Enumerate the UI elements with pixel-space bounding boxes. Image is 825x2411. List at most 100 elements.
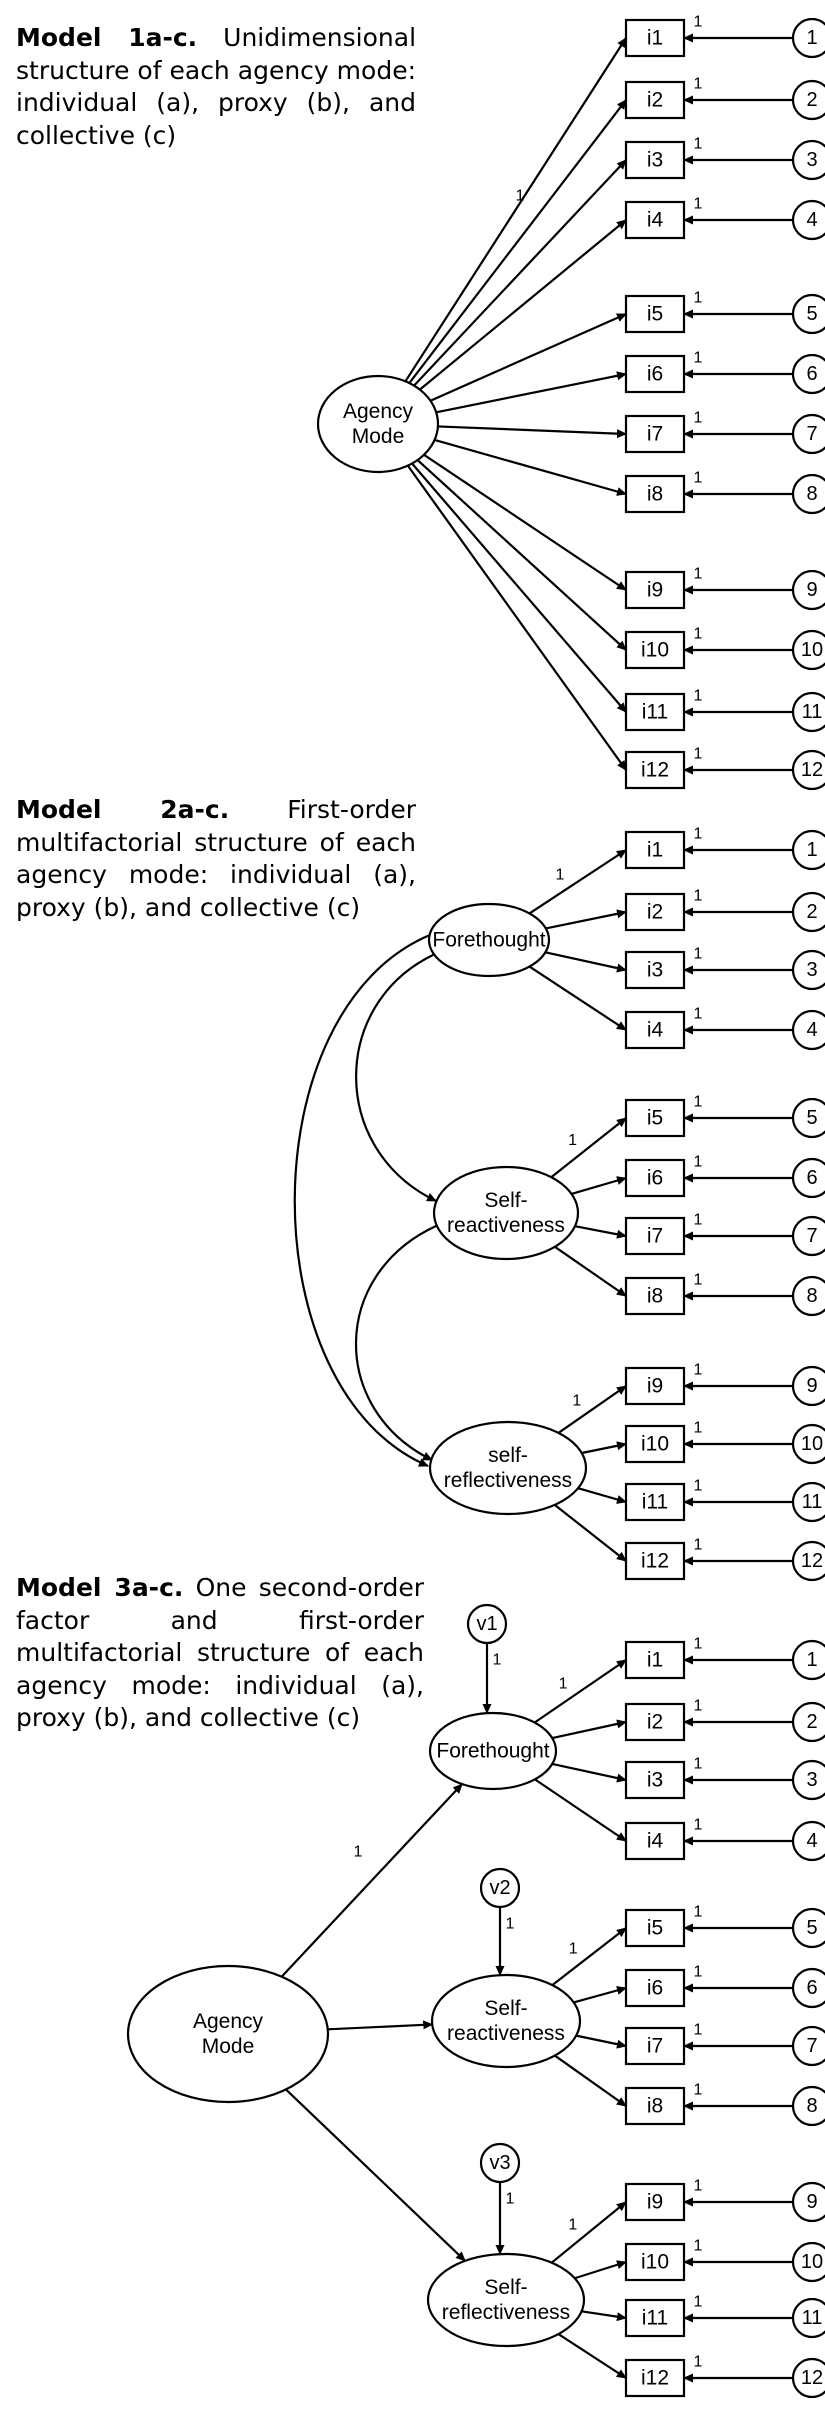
model2-f2-loading-i5: [550, 1117, 627, 1179]
model3-disturbance-v1-label: v1: [476, 1613, 497, 1635]
model2-f3-error-9-label: 9: [806, 1375, 817, 1397]
model2-f2-error-6-label: 6: [806, 1167, 817, 1189]
model3-f1-error-weight-4: 1: [694, 1817, 703, 1834]
model3-f1-error-4-label: 4: [806, 1830, 817, 1852]
model1-item-i9-label: i9: [647, 579, 663, 602]
model1-error-weight-1: 1: [694, 14, 703, 31]
model3-f3-error-weight-12: 1: [694, 2354, 703, 2371]
model3-f3-error-10-label: 10: [801, 2251, 823, 2273]
model2-f1-loading-i1: [528, 849, 627, 915]
model3-f3-loading-i11: [581, 2310, 627, 2322]
model1-loading-i4: [419, 219, 627, 391]
model3-f2-error-7-label: 7: [806, 2035, 817, 2057]
model2-f1-item-i3: [624, 950, 686, 990]
model1-loading-i5: [430, 312, 627, 402]
model1-loading-i6: [435, 371, 627, 414]
model1-error-12-label: 12: [801, 759, 823, 781]
model2-f3-loading-i11: [577, 1487, 627, 1504]
model3-f3-item-i10-label: i10: [641, 2251, 669, 2274]
model3-factor-2-label: Self-: [484, 1997, 527, 2020]
model2-caption-text: First-order multifactorial structure of …: [16, 795, 417, 922]
model1-item-i3-label: i3: [647, 149, 663, 172]
model1-item-i1-label: i1: [647, 27, 663, 50]
model1-error-weight-12: 1: [694, 746, 703, 763]
model2-f1-error-4-label: 4: [806, 1019, 817, 1041]
model3-f1-loading-i1: [534, 1659, 627, 1724]
model2-f3-item-i12-label: i12: [641, 1550, 669, 1573]
model3-factor-1-label: Forethought: [436, 1740, 549, 1763]
model3-f2-error-5-label: 5: [806, 1917, 817, 1939]
model3-disturbance-weight-v2: 1: [506, 1916, 515, 1933]
model1-item-i3: [624, 140, 686, 180]
model2-cov-reactiveness-reflectiveness: [354, 1218, 447, 1461]
model3-factor-3: [426, 2252, 586, 2348]
model2-f1-error-weight-2: 1: [694, 888, 703, 905]
model2-f2-item-i5-label: i5: [647, 1107, 663, 1130]
model3-f1-error-3-label: 3: [806, 1769, 817, 1791]
model1-error-11-label: 11: [802, 701, 823, 723]
model3-f1-item-i1-label: i1: [647, 1649, 663, 1672]
model3-f1-item-i3-label: i3: [647, 1769, 663, 1792]
model2-f1-item-i3-label: i3: [647, 959, 663, 982]
model2-f1-error-weight-4: 1: [694, 1006, 703, 1023]
model3-caption: Model 3a-c. One second-order factor and …: [16, 1572, 424, 1735]
model1-error-weight-3: 1: [694, 136, 703, 153]
model3-second-order-path-1: [280, 1783, 463, 1978]
model1-error-5-label: 5: [806, 303, 817, 325]
model2-factor-3-label: self-: [488, 1444, 528, 1467]
model3-f3-item-i11-label: i11: [642, 2307, 668, 2330]
model2-f3-loading-i10: [581, 1441, 627, 1455]
model3-factor-2-label: reactiveness: [447, 2022, 565, 2045]
model3-f3-item-i12: [624, 2358, 686, 2398]
model3-f3-error-weight-11: 1: [694, 2294, 703, 2311]
model2-caption-title: Model 2a-c.: [16, 795, 230, 824]
model1-error-weight-4: 1: [694, 196, 703, 213]
model1-item-i2-label: i2: [647, 89, 663, 112]
model2-f1-loading-i3: [545, 951, 627, 973]
model2-caption: Model 2a-c. First-order multifactorial s…: [16, 794, 416, 924]
model1-loading-i9: [423, 453, 627, 591]
model3-factor-1: [428, 1711, 558, 1791]
model3-f1-error-weight-2: 1: [694, 1698, 703, 1715]
model1-first-loading-label: 1: [516, 188, 525, 205]
model3-f1-item-i4-label: i4: [647, 1830, 664, 1853]
model2-f3-first-loading-label: 1: [572, 1393, 581, 1410]
model3-f1-first-loading-label: 1: [559, 1676, 568, 1693]
model2-f3-error-10-label: 10: [801, 1433, 823, 1455]
model3-f2-item-i6-label: i6: [647, 1977, 663, 2000]
model1-error-weight-7: 1: [694, 410, 703, 427]
model1-loading-i12: [406, 464, 627, 771]
model1-item-i8: [624, 474, 686, 514]
model1-latent-agency-mode-label: Mode: [352, 425, 405, 448]
model3-f3-error-11-label: 11: [802, 2307, 823, 2329]
model1-error-2-label: 2: [806, 89, 817, 111]
model2-f1-error-weight-1: 1: [694, 826, 703, 843]
model2-cov-forethought-reactiveness: [355, 947, 444, 1202]
model1-item-i5: [624, 294, 686, 334]
model3-f1-loading-i3: [552, 1762, 627, 1783]
model3-factor-2: [430, 1973, 582, 2069]
model3-f3-error-12-label: 12: [801, 2367, 823, 2389]
model3-f2-item-i8-label: i8: [647, 2095, 663, 2118]
model3-f2-first-loading-label: 1: [569, 1941, 578, 1958]
model1-caption-text: Unidimensional structure of each agency …: [16, 23, 417, 150]
model2-f2-loading-i8: [554, 1245, 627, 1297]
model2-f2-error-weight-5: 1: [694, 1094, 703, 1111]
model3-f2-error-weight-5: 1: [694, 1904, 703, 1921]
model1-item-i6-label: i6: [647, 363, 663, 386]
model1-loading-i3: [413, 159, 627, 387]
model3-second-order-agency-mode: [126, 1964, 330, 2104]
model2-factor-3: [428, 1420, 588, 1516]
model3-f3-error-weight-9: 1: [694, 2178, 703, 2195]
model3-disturbance-weight-v3: 1: [506, 2191, 515, 2208]
model1-error-weight-2: 1: [694, 76, 703, 93]
model2-f2-error-weight-6: 1: [694, 1154, 703, 1171]
model3-f2-loading-i7: [575, 2034, 627, 2049]
model3-f1-loading-i4: [534, 1778, 627, 1842]
model1-error-weight-6: 1: [694, 350, 703, 367]
model1-error-9-label: 9: [806, 579, 817, 601]
model2-f2-loading-i6: [571, 1176, 627, 1195]
model3-f3-error-weight-10: 1: [694, 2238, 703, 2255]
model2-f2-error-5-label: 5: [806, 1107, 817, 1129]
model2-f3-error-weight-11: 1: [694, 1478, 703, 1495]
